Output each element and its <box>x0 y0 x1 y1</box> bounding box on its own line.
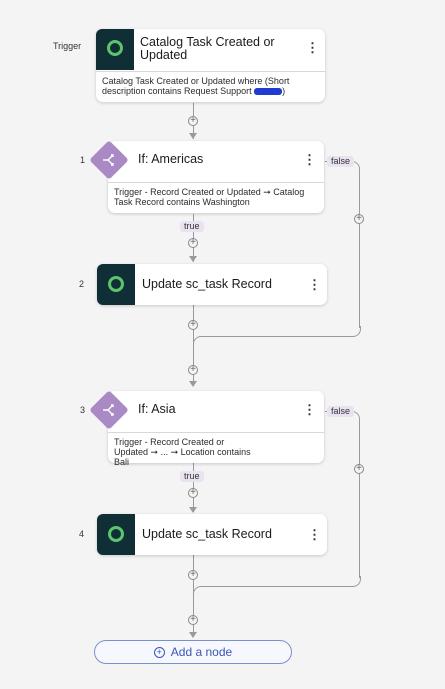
step-number: 4 <box>79 529 85 539</box>
insert-step-plus-icon[interactable]: + <box>188 238 198 248</box>
action-title: Update sc_task Record <box>142 277 272 291</box>
condition-card-americas[interactable]: If: Americas ⋮ Trigger - Record Created … <box>108 141 324 213</box>
false-branch-label: false <box>327 156 355 167</box>
app-logo-icon <box>97 264 135 305</box>
step-number: 3 <box>80 405 86 415</box>
true-branch-label: true <box>180 471 204 482</box>
step-number: 2 <box>79 279 85 289</box>
condition-description: Trigger - Record Created or Updated ➞ ..… <box>108 432 324 467</box>
kebab-icon[interactable]: ⋮ <box>306 40 319 55</box>
condition-card-asia[interactable]: If: Asia ⋮ Trigger - Record Created or U… <box>108 391 324 467</box>
plus-circle-icon: + <box>153 646 165 658</box>
insert-step-plus-icon[interactable]: + <box>188 116 198 126</box>
kebab-icon[interactable]: ⋮ <box>303 152 316 167</box>
redacted-text <box>254 88 283 96</box>
trigger-title: Catalog Task Created or Updated <box>140 35 275 62</box>
insert-step-plus-icon[interactable]: + <box>188 320 198 330</box>
condition-title: If: Asia <box>138 402 176 416</box>
action-card-update[interactable]: Update sc_task Record ⋮ <box>97 514 327 555</box>
action-title: Update sc_task Record <box>142 527 272 541</box>
step-number: 1 <box>80 155 86 165</box>
false-branch-label: false <box>327 406 355 417</box>
condition-branch-icon <box>89 140 129 180</box>
kebab-icon[interactable]: ⋮ <box>303 402 316 417</box>
action-card-update[interactable]: Update sc_task Record ⋮ <box>97 264 327 305</box>
condition-description: Trigger - Record Created or Updated ➞ Ca… <box>108 182 324 213</box>
insert-step-plus-icon[interactable]: + <box>354 214 364 224</box>
app-logo-icon <box>97 514 135 555</box>
condition-title: If: Americas <box>138 152 204 166</box>
insert-step-plus-icon[interactable]: + <box>188 615 198 625</box>
insert-step-plus-icon[interactable]: + <box>188 488 198 498</box>
insert-step-plus-icon[interactable]: + <box>354 464 364 474</box>
true-branch-label: true <box>180 221 204 232</box>
app-logo-icon <box>96 29 134 70</box>
trigger-description: Catalog Task Created or Updated where (S… <box>96 71 325 102</box>
trigger-label: Trigger <box>53 41 82 51</box>
trigger-card[interactable]: Catalog Task Created or Updated ⋮ Catalo… <box>96 29 325 102</box>
insert-step-plus-icon[interactable]: + <box>188 365 198 375</box>
add-node-button[interactable]: + Add a node <box>94 640 292 664</box>
kebab-icon[interactable]: ⋮ <box>308 277 321 292</box>
condition-branch-icon <box>89 390 129 430</box>
kebab-icon[interactable]: ⋮ <box>308 527 321 542</box>
add-node-label: Add a node <box>170 645 233 659</box>
insert-step-plus-icon[interactable]: + <box>188 570 198 580</box>
